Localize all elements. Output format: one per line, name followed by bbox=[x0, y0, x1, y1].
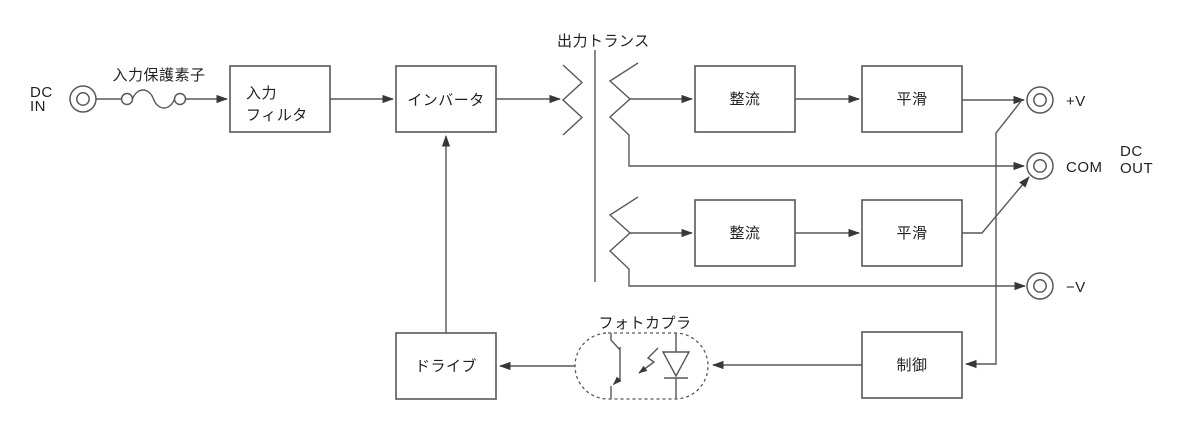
smoothing-bottom-label: 平滑 bbox=[896, 225, 927, 242]
bottom-output-rail: 整流 平滑 bbox=[630, 176, 1030, 267]
transformer-secondary-bottom-winding-and-minusv-wire bbox=[608, 196, 1026, 291]
input-filter-label-line2: フィルタ bbox=[246, 107, 308, 124]
drive-block: ドライブ bbox=[395, 332, 497, 400]
output-terminals: +V COM −V DC OUT bbox=[1026, 86, 1153, 300]
inverter-label: インバータ bbox=[407, 92, 485, 109]
rectifier-bottom-label: 整流 bbox=[729, 225, 760, 242]
dc-out-label-line1: DC bbox=[1120, 143, 1143, 160]
inverter-block: インバータ bbox=[395, 65, 497, 133]
led-icon bbox=[661, 333, 691, 399]
input-protection-label: 入力保護素子 bbox=[112, 67, 205, 84]
com-terminal-icon bbox=[1026, 152, 1054, 180]
plus-v-label: +V bbox=[1066, 93, 1086, 110]
photocoupler-label: フォトカプラ bbox=[598, 315, 691, 332]
minus-v-label: −V bbox=[1066, 279, 1086, 296]
rectifier-bottom-block: 整流 bbox=[694, 199, 796, 267]
photocoupler-outline bbox=[574, 332, 709, 400]
plus-v-terminal-icon bbox=[1026, 86, 1054, 114]
transformer-secondary-top-winding-and-com-wire bbox=[608, 62, 1025, 171]
smoothing-top-block: 平滑 bbox=[861, 65, 963, 133]
control-label: 制御 bbox=[896, 357, 927, 374]
dc-in-terminal-icon bbox=[69, 85, 97, 113]
top-output-rail: 整流 平滑 bbox=[630, 65, 1025, 133]
transformer-primary-winding bbox=[561, 64, 584, 136]
drive-label: ドライブ bbox=[415, 357, 477, 375]
smoothing-top-label: 平滑 bbox=[896, 91, 927, 108]
minus-v-terminal-icon bbox=[1026, 272, 1054, 300]
dc-out-label-line2: OUT bbox=[1120, 160, 1153, 177]
dc-in-label-line1: DC bbox=[30, 84, 53, 101]
input-filter-block: 入力 フィルタ bbox=[229, 65, 331, 133]
dc-input-section: DC IN 入力保護素子 bbox=[30, 67, 228, 115]
wire-smoothing-bottom-to-com bbox=[962, 176, 1030, 234]
control-block: 制御 bbox=[861, 331, 963, 399]
rectifier-top-block: 整流 bbox=[694, 65, 796, 133]
rectifier-top-label: 整流 bbox=[729, 91, 760, 108]
phototransistor-icon bbox=[610, 333, 622, 399]
light-arrow-icon bbox=[638, 347, 659, 374]
dc-in-label-line2: IN bbox=[30, 98, 46, 115]
feedback-path: 制御 フォトカプラ ドラ bbox=[395, 99, 1023, 400]
fuse-icon bbox=[120, 89, 187, 109]
output-transformer-label: 出力トランス bbox=[557, 33, 650, 50]
smoothing-bottom-block: 平滑 bbox=[861, 199, 963, 267]
photocoupler: フォトカプラ bbox=[574, 315, 709, 400]
input-filter-label-line1: 入力 bbox=[246, 85, 277, 102]
output-transformer: 出力トランス bbox=[557, 33, 1026, 291]
com-label: COM bbox=[1066, 159, 1103, 176]
wire-plusv-to-control bbox=[965, 99, 1023, 369]
